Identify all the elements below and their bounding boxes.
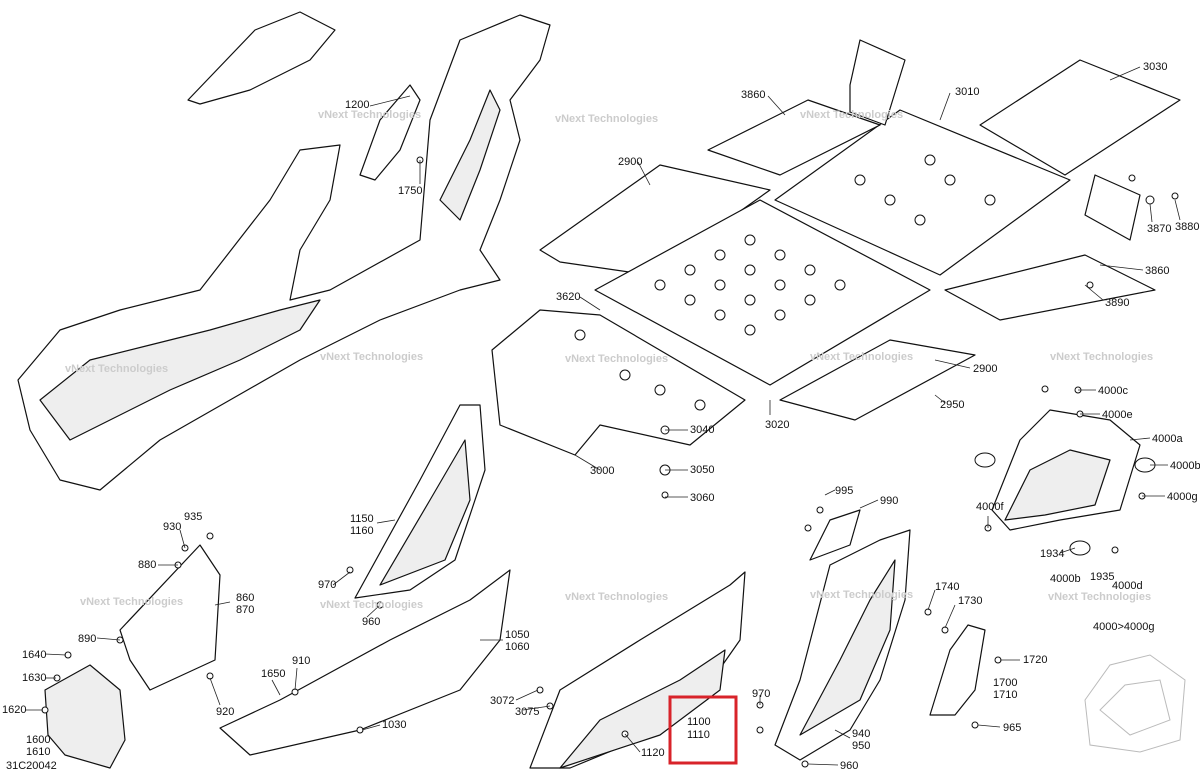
callout-910: 910 [292,655,310,667]
callout-1650: 1650 [261,668,285,680]
callout-1640: 1640 [22,649,46,661]
callout-2900-mid: 2900 [973,363,997,375]
callout-920: 920 [216,706,234,718]
callout-3010: 3010 [955,86,979,98]
watermarks: vNext Technologies vNext Technologies vNex… [65,109,1153,611]
callout-1730: 1730 [958,595,982,607]
watermark-7: vNext Technologies [1050,351,1153,363]
callout-935: 935 [184,511,202,523]
callout-3020: 3020 [765,419,789,431]
callout-1600: 1600 [26,734,50,746]
storage-bag [974,409,1156,556]
watermark-6: vNext Technologies [810,351,913,363]
body-side-panel [17,11,551,491]
highlight-box [668,695,738,765]
callout-3072: 3072 [490,695,514,707]
callout-4000c: 4000c [1098,385,1128,397]
callout-3890: 3890 [1105,297,1129,309]
left-lower-parts [44,404,511,769]
callout-970-left: 970 [318,579,336,591]
rocker-panel [529,571,746,769]
callout-870: 870 [236,604,254,616]
callout-960-left: 960 [362,616,380,628]
callout-3880: 3880 [1175,221,1199,233]
callout-970-right: 970 [752,688,770,700]
callout-1120: 1120 [641,747,665,759]
callout-990: 990 [880,495,898,507]
callout-4000b-top: 4000b [1170,460,1200,472]
callout-4000e: 4000e [1102,409,1133,421]
callout-3060: 3060 [690,492,714,504]
callout-960-right: 960 [840,760,858,772]
callout-4000g: 4000g [1167,491,1198,503]
callout-3075: 3075 [515,706,539,718]
callout-1934: 1934 [1040,548,1064,560]
callout-860: 860 [236,592,254,604]
callout-1030: 1030 [382,719,406,731]
callout-4000b-bottom: 4000b [1050,573,1081,585]
right-lower-parts [774,509,986,761]
callout-3620: 3620 [556,291,580,303]
callout-4000a: 4000a [1152,433,1183,445]
callout-3860-right: 3860 [1145,265,1169,277]
callout-2900-top: 2900 [618,156,642,168]
figure-code: 31C20042 [6,760,57,772]
callout-940: 940 [852,728,870,740]
callout-3860-top: 3860 [741,89,765,101]
callout-880: 880 [138,559,156,571]
callout-4000-range: 4000>4000g [1093,621,1154,633]
callout-1710: 1710 [993,689,1017,701]
callout-3870: 3870 [1147,223,1171,235]
ghost-assembly [1084,654,1186,753]
callout-1050: 1050 [505,629,529,641]
watermark-0: vNext Technologies [318,109,421,121]
watermark-12: vNext Technologies [1048,591,1151,603]
watermark-3: vNext Technologies [65,363,168,375]
watermark-2: vNext Technologies [800,109,903,121]
callout-4000f: 4000f [976,501,1004,513]
callout-890: 890 [78,633,96,645]
leader-lines [25,66,1181,766]
callout-1200: 1200 [345,99,369,111]
floor-panels [491,39,1181,456]
callout-1720: 1720 [1023,654,1047,666]
callout-3030: 3030 [1143,61,1167,73]
watermark-10: vNext Technologies [565,591,668,603]
watermark-5: vNext Technologies [565,353,668,365]
callout-1610: 1610 [26,746,50,758]
callout-1700: 1700 [993,677,1017,689]
watermark-11: vNext Technologies [810,589,913,601]
callout-995: 995 [835,485,853,497]
callout-3040: 3040 [690,424,714,436]
callout-1935: 1935 [1090,571,1114,583]
callout-1110: 1110 [687,729,710,741]
watermark-9: vNext Technologies [320,599,423,611]
callout-1100: 1100 [687,716,711,728]
callout-1620: 1620 [2,704,26,716]
callout-2950: 2950 [940,399,964,411]
callout-1740: 1740 [935,581,959,593]
watermark-4: vNext Technologies [320,351,423,363]
callout-1060: 1060 [505,641,529,653]
callout-930: 930 [163,521,181,533]
watermark-8: vNext Technologies [80,596,183,608]
callout-1630: 1630 [22,672,46,684]
callout-labels: 1200 1750 3860 3010 3030 2900 3870 3880 … [2,61,1200,772]
callout-3050: 3050 [690,464,714,476]
callout-3000: 3000 [590,465,614,477]
watermark-1: vNext Technologies [555,113,658,125]
callout-950: 950 [852,740,870,752]
callout-1160: 1160 [350,525,374,537]
callout-4000d: 4000d [1112,580,1143,592]
callout-1150: 1150 [350,513,374,525]
callout-965: 965 [1003,722,1021,734]
callout-1750: 1750 [398,185,422,197]
